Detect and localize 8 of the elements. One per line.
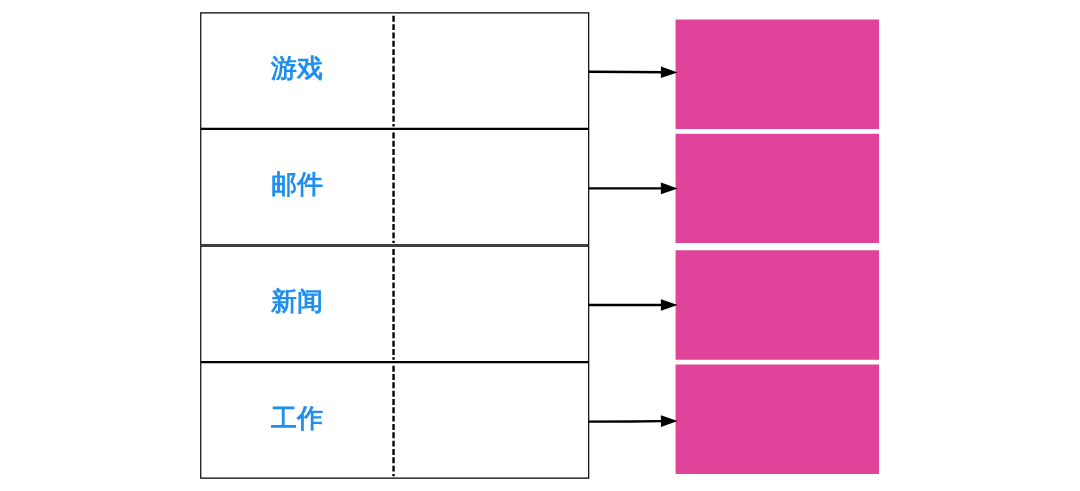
arrow <box>588 182 678 195</box>
node-box <box>672 247 881 363</box>
arrow <box>588 415 678 427</box>
node-box <box>672 131 881 246</box>
node-box <box>672 362 881 477</box>
arrow <box>588 66 678 79</box>
node-box <box>672 17 881 132</box>
arrow <box>588 299 678 311</box>
